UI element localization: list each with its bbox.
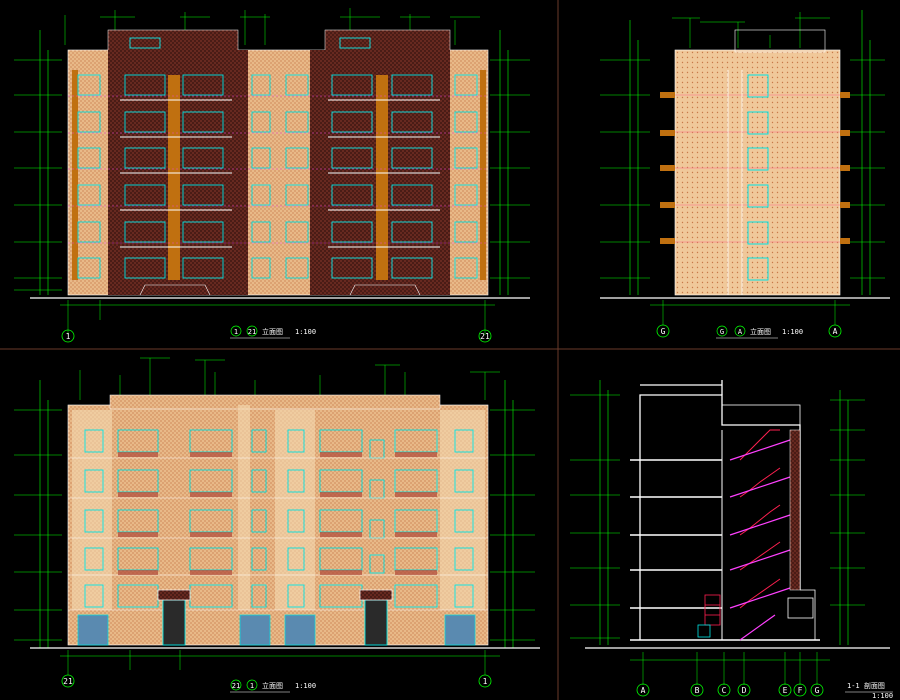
side-title-block: G A 立面图 1:100 [716, 325, 803, 339]
section-axis-bubble-e: E [778, 683, 792, 697]
rear-left-dimension-chain [14, 380, 62, 648]
side-balcony-ledges [660, 92, 850, 244]
front-left-dimension-chain [14, 30, 62, 295]
side-vertical-pipes [727, 70, 743, 295]
section-axis-bubble-b: B [690, 683, 704, 697]
front-title-axis-a: 1 [234, 328, 238, 336]
side-top-callouts [672, 12, 830, 48]
front-floor-lines [68, 95, 488, 244]
rear-axis-end-label: 1 [483, 677, 488, 686]
side-roof-box [734, 29, 826, 53]
section-roof-parapet [721, 404, 801, 426]
front-orange-columns [72, 70, 486, 280]
front-entry-steps [139, 284, 421, 296]
side-axis-bubble-end: A [828, 324, 842, 338]
section-right-dimension-chain [830, 390, 865, 645]
section-axis-e: E [783, 686, 788, 695]
section-axis-bubble-d: D [737, 683, 751, 697]
section-left-dimension-chain [570, 380, 620, 645]
section-axis-a: A [641, 686, 646, 695]
front-axis-bubble-end: 21 [478, 329, 492, 343]
rear-title: 立面图 [262, 681, 283, 690]
front-parapet-right [324, 29, 451, 53]
side-floor-bands [675, 94, 840, 243]
rear-title-axis-a: 21 [232, 682, 240, 690]
section-stair-landings [729, 439, 791, 641]
rear-bottom-dimension [60, 650, 500, 675]
section-bottom-dimension [630, 652, 830, 685]
front-title-axis-b: 21 [248, 328, 256, 336]
section-axis-d: D [742, 686, 747, 695]
section-stair-flights [739, 429, 781, 609]
rear-axis-bubble-start: 21 [61, 674, 75, 688]
side-left-dimension-chain [600, 20, 650, 295]
side-elevation: G A G A 立面图 1:100 [600, 10, 890, 339]
front-balcony-rails [120, 99, 440, 248]
rear-parapet [109, 394, 441, 410]
rear-axis-start-label: 21 [63, 677, 73, 686]
section-axis-bubble-f: F [793, 683, 807, 697]
side-scale: 1:100 [782, 328, 803, 336]
side-axis-start-label: G [661, 327, 666, 336]
section-axis-bubble-a: A [636, 683, 650, 697]
front-axis-bubble-start: 1 [61, 329, 75, 343]
section-stair-wall [789, 429, 801, 591]
side-right-dimension-chain [850, 10, 885, 295]
section-axis-bubble-g: G [810, 683, 824, 697]
section-title-block: 1-1 剖面图 1:100 [845, 681, 893, 700]
rear-title-axis-b: 1 [250, 682, 254, 690]
side-facade-body [674, 49, 841, 296]
side-stair-windows [747, 74, 769, 281]
side-axis-end-label: A [833, 327, 838, 336]
front-elevation: 1 21 1 21 立面图 1:100 [14, 8, 530, 343]
front-bottom-dimension [60, 300, 495, 335]
rear-axis-bubble-end: 1 [478, 674, 492, 688]
rear-entrance-canopies [157, 589, 393, 601]
side-title: 立面图 [750, 327, 771, 336]
section-axis-bubble-c: C [717, 683, 731, 697]
section-view: A B C D E F G 1-1 剖面图 1:100 [570, 380, 893, 700]
front-windows [77, 37, 478, 279]
front-parapet-left [107, 29, 239, 53]
side-title-axis-b: A [738, 328, 743, 336]
rear-title-block: 21 1 立面图 1:100 [230, 679, 316, 693]
rear-garage-doors [77, 614, 476, 646]
section-scale: 1:100 [872, 692, 893, 700]
front-title-block: 1 21 立面图 1:100 [230, 325, 316, 339]
section-axis-g: G [815, 686, 820, 695]
section-axis-b: B [695, 686, 700, 695]
side-bottom-dimension [650, 300, 850, 325]
rear-scale: 1:100 [295, 682, 316, 690]
rear-top-callouts [79, 357, 500, 400]
front-axis-end-label: 21 [480, 332, 490, 341]
side-axis-bubble-start: G [656, 324, 670, 338]
front-title: 立面图 [262, 327, 283, 336]
front-axis-start-label: 1 [66, 332, 71, 341]
section-floor-slabs [630, 459, 820, 641]
section-title: 1-1 剖面图 [847, 681, 885, 690]
rear-elevation: 21 1 21 1 立面图 1:100 [14, 357, 540, 693]
section-axis-c: C [722, 686, 727, 695]
section-axis-f: F [798, 686, 803, 695]
rear-right-dimension-chain [490, 380, 535, 648]
front-scale: 1:100 [295, 328, 316, 336]
section-entrance-canopy [787, 589, 816, 640]
section-ground-window [697, 624, 711, 638]
side-title-axis-a: G [720, 328, 724, 336]
section-ground-door [704, 594, 721, 626]
rear-brick-sill-bands [118, 452, 437, 575]
front-right-dimension-chain [490, 30, 530, 295]
